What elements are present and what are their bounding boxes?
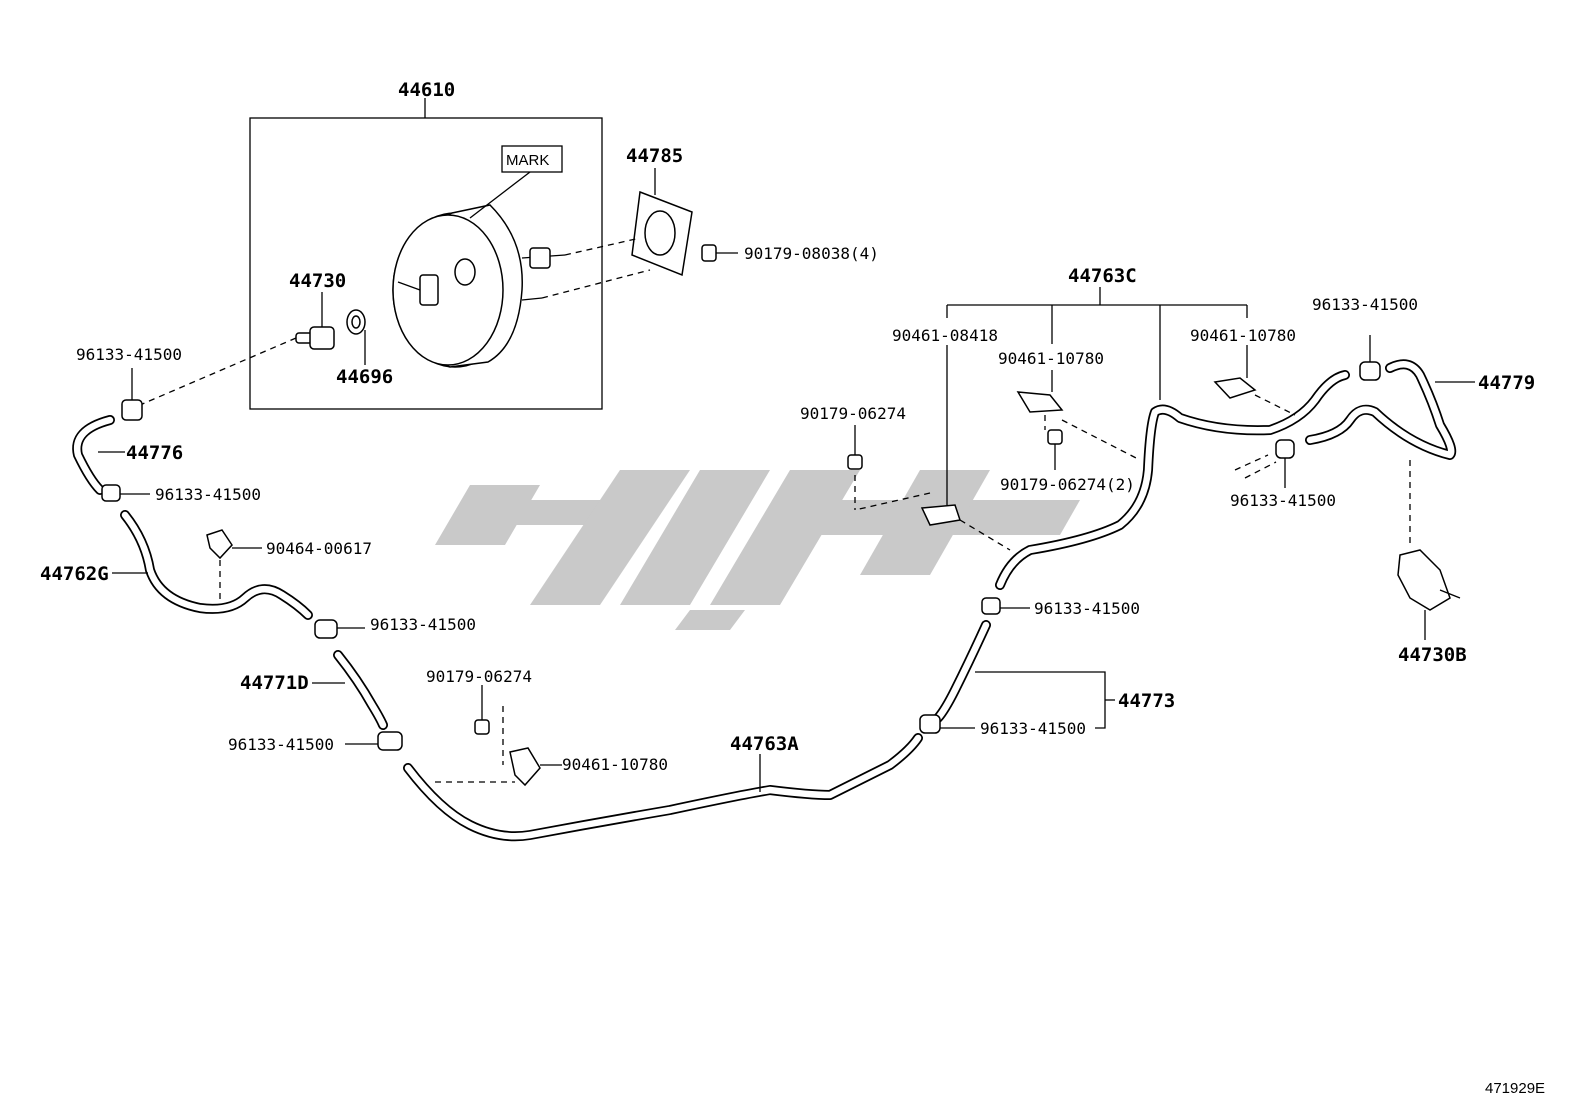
label-44730: 44730 (289, 270, 346, 292)
label-90461-08418: 90461-08418 (892, 326, 998, 345)
label-90179-06274-2: 90179-06274(2) (1000, 475, 1135, 494)
label-90461-10780-c: 90461-10780 (1190, 326, 1296, 345)
label-44763a: 44763A (730, 733, 799, 755)
hose-44771d (312, 619, 403, 751)
label-44763c: 44763C (1068, 265, 1137, 287)
hose-44763c (847, 287, 1350, 590)
reference-code: 471929E (1485, 1080, 1545, 1097)
label-90179-06274-b: 90179-06274 (800, 404, 906, 423)
hose-44762g (112, 510, 313, 620)
hose-44773 (919, 597, 1115, 734)
label-44779: 44779 (1478, 372, 1535, 394)
label-96133-b: 96133-41500 (155, 485, 261, 504)
mark-label: MARK (506, 152, 549, 169)
label-96133-f: 96133-41500 (1312, 295, 1418, 314)
label-96133-h: 96133-41500 (980, 719, 1086, 738)
label-90464-00617: 90464-00617 (266, 539, 372, 558)
label-90179-06274-a: 90179-06274 (426, 667, 532, 686)
watermark-logo (435, 470, 1080, 630)
label-44610: 44610 (398, 79, 455, 101)
hose-44776 (72, 368, 150, 502)
label-96133-g: 96133-41500 (1230, 491, 1336, 510)
label-96133-e: 96133-41500 (1034, 599, 1140, 618)
label-44696: 44696 (336, 366, 393, 388)
label-90461-10780-b: 90461-10780 (998, 349, 1104, 368)
label-90461-10780-a: 90461-10780 (562, 755, 668, 774)
label-96133-a: 96133-41500 (76, 345, 182, 364)
hose-44763a (403, 685, 923, 842)
label-44730b: 44730B (1398, 644, 1467, 666)
gasket-44785 (541, 168, 738, 299)
booster-assembly: MARK (249, 98, 603, 410)
label-44771d: 44771D (240, 672, 309, 694)
label-44785: 44785 (626, 145, 683, 167)
label-44773: 44773 (1118, 690, 1175, 712)
hose-44779 (1234, 335, 1475, 640)
label-96133-d: 96133-41500 (228, 735, 334, 754)
label-44762g: 44762G (40, 563, 109, 585)
label-96133-c: 96133-41500 (370, 615, 476, 634)
label-44776: 44776 (126, 442, 183, 464)
label-90179-08038: 90179-08038(4) (744, 244, 879, 263)
